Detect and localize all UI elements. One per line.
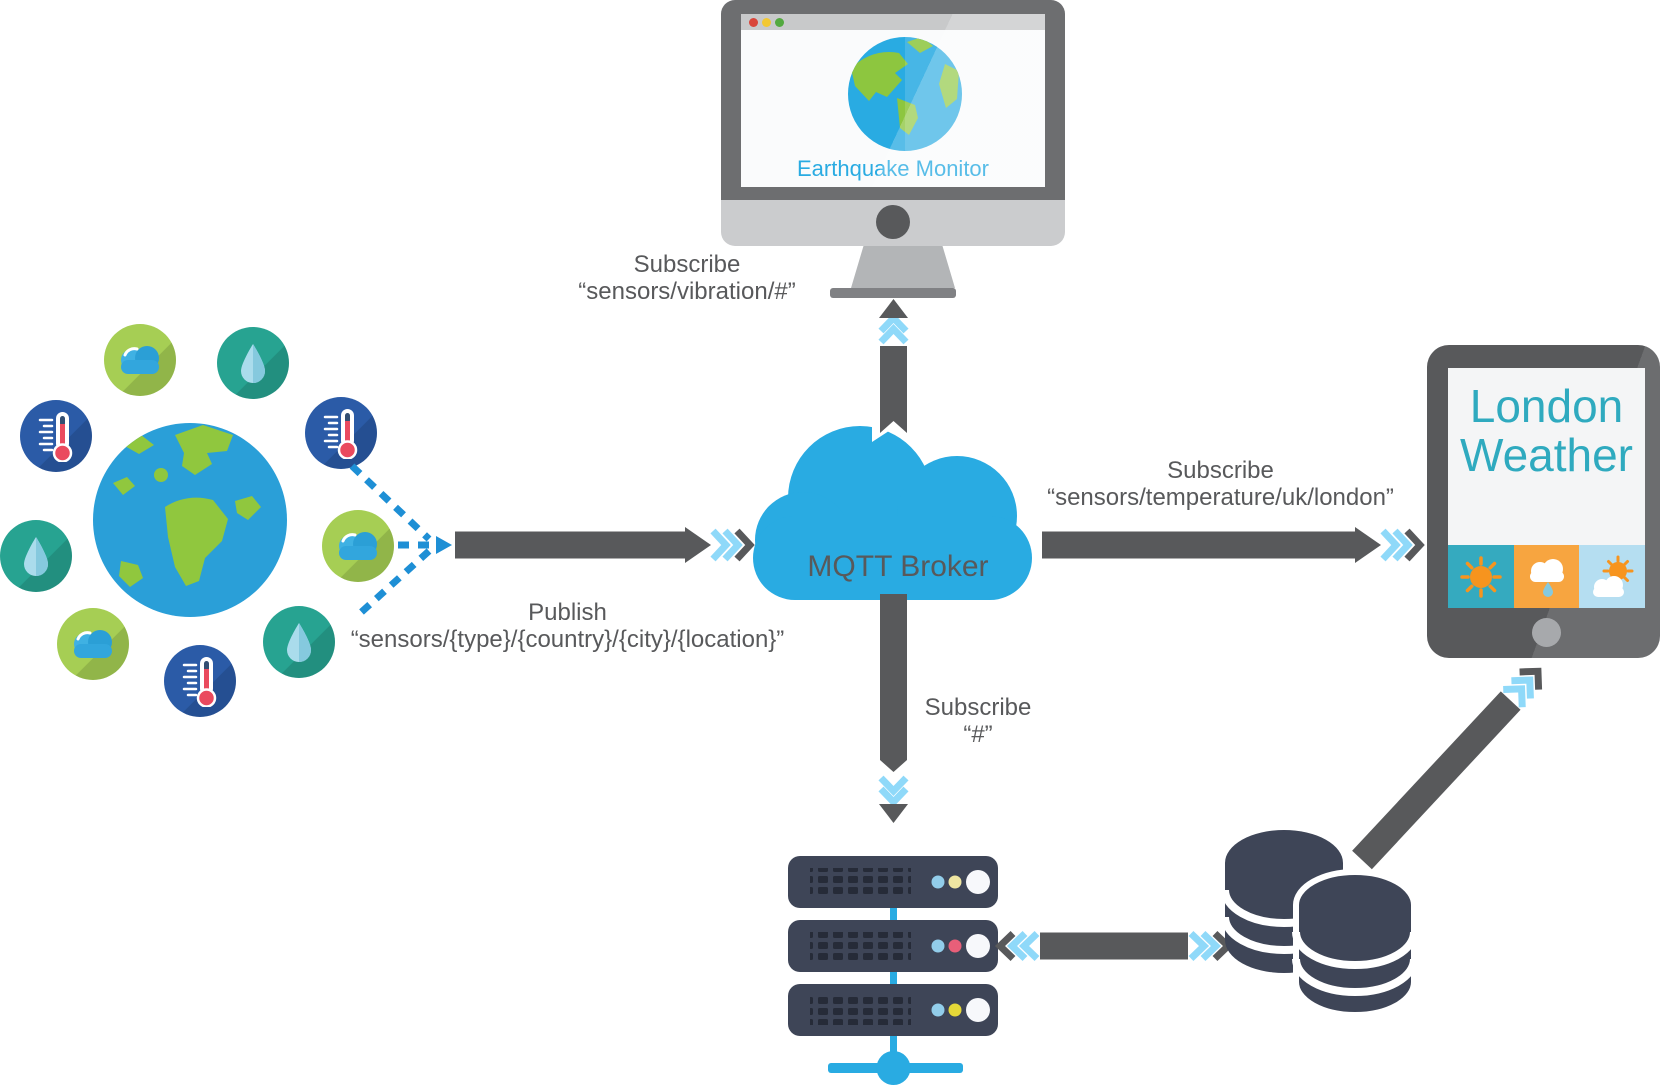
close-window-dot	[749, 18, 758, 27]
subscribe-temperature-arrow	[1042, 527, 1425, 563]
server-unit	[788, 920, 998, 972]
sunny-icon	[1448, 545, 1514, 608]
publish-label: Publish “sensors/{type}/{country}/{city}…	[345, 599, 790, 653]
monitor-stand	[851, 246, 955, 288]
cloud-sensor-icon	[322, 510, 394, 582]
label-line2: “sensors/temperature/uk/london”	[1047, 484, 1394, 511]
tablet-app-title: London Weather	[1448, 382, 1645, 480]
subscribe-vibration-arrow	[878, 299, 909, 433]
tablet-screen: London Weather	[1448, 368, 1645, 608]
waterdrop-sensor-icon	[0, 520, 72, 592]
mqtt-broker-cloud	[753, 426, 1032, 600]
thermometer-sensor-icon	[164, 645, 236, 717]
minimize-window-dot	[762, 18, 771, 27]
thermometer-sensor-icon	[305, 397, 377, 469]
monitor-chin	[721, 200, 1065, 246]
broker-label: MQTT Broker	[807, 550, 989, 583]
tablet-device: London Weather	[1427, 345, 1660, 658]
tablet-home-button	[1532, 618, 1561, 647]
server-unit	[788, 984, 998, 1036]
label-line1: Subscribe	[633, 251, 741, 278]
server-database-arrow	[994, 930, 1234, 962]
label-line1: Subscribe	[924, 694, 1032, 721]
database-tablet-arrow	[1352, 667, 1543, 870]
server-rack	[788, 856, 998, 1085]
server-unit	[788, 856, 998, 908]
waterdrop-sensor-icon	[217, 327, 289, 399]
subscribe-wildcard-label: Subscribe “#”	[878, 694, 1078, 748]
database-cylinders	[1221, 830, 1418, 1018]
publish-arrow	[455, 527, 755, 563]
label-line1: Publish	[528, 599, 607, 626]
cloud-sensor-icon	[57, 608, 129, 680]
monitor-stand-base	[830, 288, 956, 298]
subscribe-temperature-label: Subscribe “sensors/temperature/uk/london…	[1018, 457, 1423, 511]
monitor-logo-circle	[876, 205, 910, 239]
waterdrop-sensor-icon	[263, 606, 335, 678]
partly-cloudy-icon	[1579, 545, 1645, 608]
publisher-globe-icon	[93, 423, 287, 617]
label-line2: “sensors/vibration/#”	[578, 278, 796, 305]
tablet-title-line1: London	[1469, 380, 1624, 432]
subscribe-wildcard-arrow	[878, 594, 909, 823]
dashed-arrowhead	[436, 536, 452, 554]
database-cylinder	[1292, 869, 1418, 1018]
label-line2: “sensors/{type}/{country}/{city}/{locati…	[350, 626, 785, 653]
tablet-title-line2: Weather	[1459, 429, 1634, 481]
cloud-sensor-icon	[104, 324, 176, 396]
publish-funnel-dashes	[349, 463, 434, 620]
rain-icon	[1513, 545, 1580, 608]
label-line1: Subscribe	[1167, 457, 1274, 484]
earthquake-globe-icon	[848, 37, 962, 151]
label-line2: “#”	[963, 721, 993, 748]
network-node	[876, 1051, 911, 1085]
browser-titlebar	[741, 14, 1045, 30]
thermometer-sensor-icon	[20, 400, 92, 472]
weather-tiles	[1448, 545, 1645, 608]
maximize-window-dot	[775, 18, 784, 27]
monitor-app-title: Earthquake Monitor	[797, 156, 989, 181]
subscribe-vibration-label: Subscribe “sensors/vibration/#”	[487, 251, 887, 305]
